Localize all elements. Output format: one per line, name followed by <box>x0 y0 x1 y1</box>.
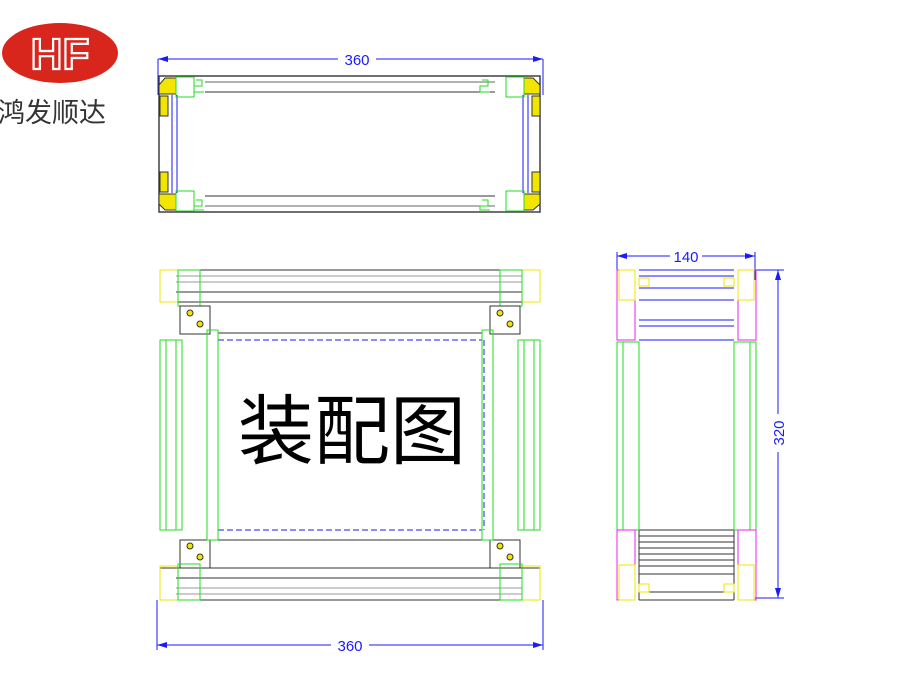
company-name: 鸿发顺达 <box>0 98 106 129</box>
side-view: 140 320 <box>616 248 788 601</box>
logo-ellipse <box>2 23 118 83</box>
company-logo: HF 鸿发顺达 <box>0 23 118 129</box>
side-width-dim-label: 140 <box>673 249 698 266</box>
top-dim-label: 360 <box>344 52 369 69</box>
logo-mark: HF <box>31 30 90 79</box>
top-view: 360 <box>157 50 544 213</box>
front-view: 装配图 360 <box>156 269 544 655</box>
side-height-dim-label: 320 <box>771 420 788 445</box>
front-dim-label: 360 <box>337 638 362 655</box>
drawing-title: 装配图 <box>238 387 466 476</box>
